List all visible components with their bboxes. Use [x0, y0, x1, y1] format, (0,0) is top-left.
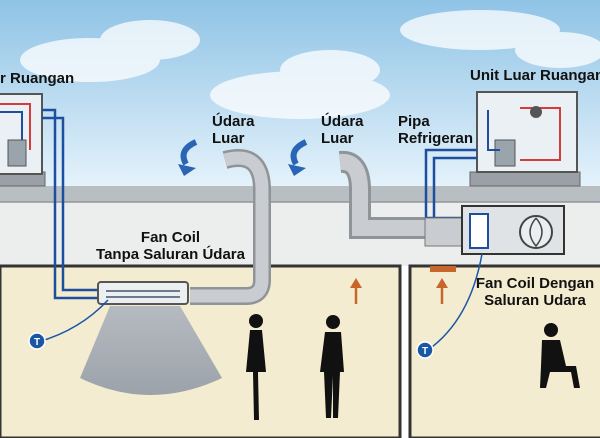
outside-air-label-1-line2: Luar	[212, 130, 245, 147]
outside-air-duct-left	[190, 149, 271, 305]
fan-coil-ductless-label-line2: Tanpa Saluran Údara	[96, 246, 245, 263]
outdoor-unit-right	[476, 91, 578, 173]
outside-air-label-2-line1: Údara	[321, 113, 364, 130]
fan-coil-ducted-label-line1: Fan Coil Dengan	[475, 275, 595, 292]
outside-air-arrow-2	[290, 139, 308, 166]
fan-coil-ducted-label-line2: Saluran Udara	[484, 292, 586, 309]
fan-coil-ductless-label: Fan Coil Tanpa Saluran Údara	[88, 229, 253, 263]
refrigerant-pipe-label: Pipa Refrigeran	[398, 113, 473, 147]
person-man-silhouette	[320, 315, 344, 418]
return-air-arrow-left	[350, 278, 362, 304]
refrigerant-pipe-label-line2: Refrigeran	[398, 130, 474, 147]
outside-air-label-2: Údara Luar	[321, 113, 364, 147]
thermostat-symbol-right: T	[422, 346, 428, 357]
fan-coil-ducted-label: Fan Coil Dengan Saluran Udara	[470, 275, 600, 309]
return-air-arrow-right	[436, 278, 448, 304]
fan-coil-ductless-label-line1: Fan Coil	[140, 229, 201, 246]
outside-air-label-1-line1: Údara	[212, 113, 255, 130]
thermostat-symbol-left: T	[34, 337, 40, 348]
thermostat-wire-right	[427, 253, 483, 351]
outdoor-unit-left	[0, 93, 43, 175]
outside-air-label-2-line2: Luar	[321, 130, 354, 147]
refrigerant-pipes-left	[42, 108, 100, 300]
outdoor-unit-right-label: Unit Luar Ruangan	[470, 67, 600, 84]
refrigerant-pipe-label-line1: Pipa	[398, 113, 430, 130]
person-seated-silhouette	[540, 323, 580, 388]
ducted-fan-coil	[424, 205, 565, 272]
outside-air-duct-right	[338, 150, 425, 239]
roof-slab	[0, 186, 600, 202]
thermostat-wire-left	[37, 299, 109, 343]
outside-air-arrowhead-1	[178, 164, 196, 176]
airflow-cone	[80, 306, 222, 395]
clouds	[20, 10, 600, 119]
thermostat-right: T	[416, 341, 434, 359]
indoor-unit-left-label: r Ruangan	[0, 70, 75, 87]
outside-air-label-1: Údara Luar	[212, 113, 255, 147]
outside-air-arrowhead-2	[288, 164, 306, 176]
person-woman-silhouette	[246, 314, 266, 420]
outside-air-arrow-1	[180, 139, 198, 166]
right-unit-pad	[469, 171, 581, 187]
ductless-fan-coil	[97, 281, 189, 305]
thermostat-left: T	[28, 332, 46, 350]
